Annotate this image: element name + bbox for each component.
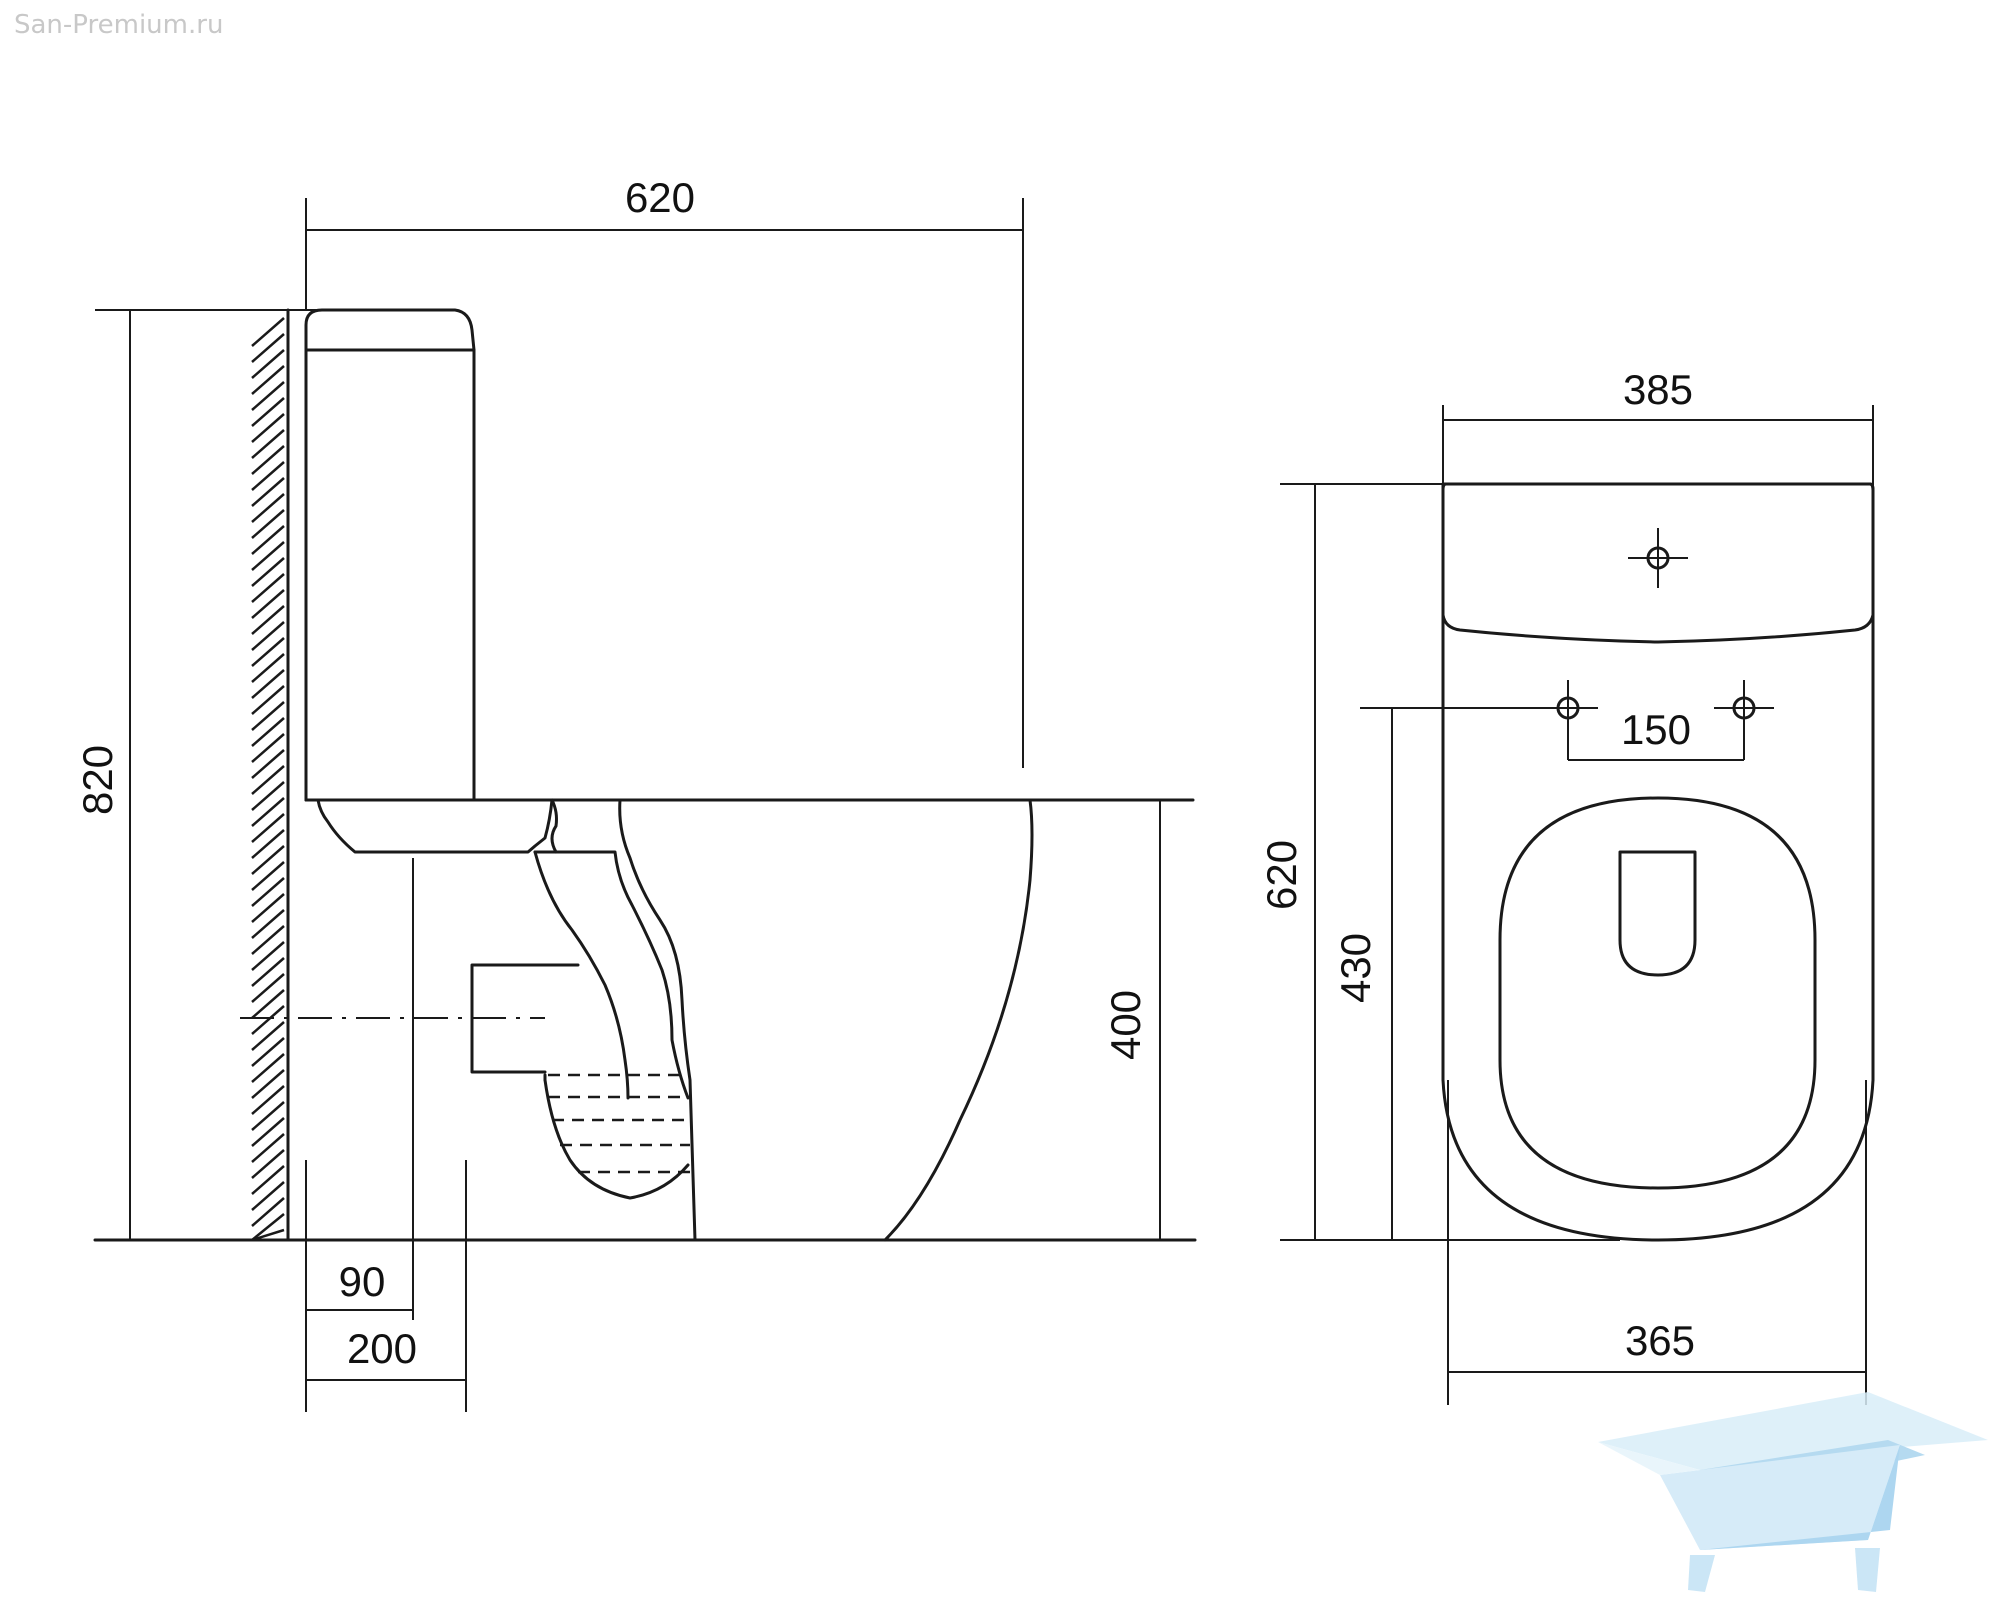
bowl-opening	[1618, 850, 1697, 977]
flush-button-icon	[1628, 528, 1688, 588]
dim-label-150: 150	[1621, 706, 1691, 753]
dim-label-430: 430	[1332, 933, 1379, 1003]
wall-hatch-stroke	[251, 653, 285, 683]
wall-hatch-stroke	[251, 413, 285, 443]
wall-hatch-stroke	[251, 1181, 285, 1211]
wall-hatch-stroke	[251, 829, 285, 859]
bowl-top-outline	[1441, 482, 1875, 1242]
wall-hatch-stroke	[251, 541, 285, 571]
wall-hatch-stroke	[251, 509, 285, 539]
wall-hatch-stroke	[251, 877, 285, 907]
wall-hatch-stroke	[251, 989, 285, 1019]
watermark-text: San-Premium.ru	[14, 10, 224, 40]
wall-hatch-stroke	[251, 589, 285, 619]
wall-hatch-stroke	[251, 717, 285, 747]
wall-hatch-stroke	[251, 701, 285, 731]
wall-hatch-stroke	[251, 845, 285, 875]
wall-hatch-stroke	[251, 1117, 285, 1147]
wall-hatch-stroke	[251, 685, 285, 715]
wall-hatch-stroke	[251, 365, 285, 395]
side-view: 820 620	[74, 174, 1197, 1412]
wall-hatch-stroke	[251, 765, 285, 795]
wall-hatch-stroke	[251, 1213, 285, 1241]
wall-hatch-stroke	[251, 1085, 285, 1115]
dim-label-620-side: 620	[625, 174, 695, 221]
wall-hatch-stroke	[251, 1228, 285, 1242]
dim-label-400: 400	[1102, 990, 1149, 1060]
wall-hatch-stroke	[251, 893, 285, 923]
dim-label-365: 365	[1625, 1317, 1695, 1364]
wall-hatch-stroke	[251, 557, 285, 587]
wall-hatch-stroke	[251, 1133, 285, 1163]
wall-hatch-stroke	[251, 733, 285, 763]
wall-hatch-stroke	[251, 381, 285, 411]
wall-hatch-stroke	[251, 637, 285, 667]
wall-hatch-stroke	[251, 605, 285, 635]
wall-hatch-stroke	[251, 941, 285, 971]
dim-label-820: 820	[74, 745, 121, 815]
wall-hatch-stroke	[251, 349, 285, 379]
wall-hatch-stroke	[251, 445, 285, 475]
wall-hatch-stroke	[251, 1197, 285, 1227]
wall-hatch-stroke	[251, 1021, 285, 1051]
wall-hatch-stroke	[251, 925, 285, 955]
wall-hatch-stroke	[251, 797, 285, 827]
dim-label-620-top: 620	[1258, 840, 1305, 910]
wall-hatch-stroke	[251, 813, 285, 843]
bathtub-logo-icon	[1598, 1392, 1988, 1592]
seat-hole-left-icon	[1538, 680, 1598, 760]
wall-hatch-stroke	[251, 861, 285, 891]
dim-label-385: 385	[1623, 366, 1693, 413]
dim-label-90: 90	[339, 1258, 386, 1305]
wall-hatch-stroke	[251, 1165, 285, 1195]
wall-hatch-stroke	[251, 1005, 285, 1035]
wall-hatch-stroke	[251, 781, 285, 811]
wall-hatch-stroke	[251, 525, 285, 555]
wall-hatch-stroke	[251, 957, 285, 987]
wall-hatch-stroke	[251, 1053, 285, 1083]
bowl-shell	[304, 798, 554, 854]
wall-hatch-stroke	[251, 973, 285, 1003]
wall-hatch-stroke	[251, 333, 285, 363]
trapway	[533, 850, 690, 1100]
cistern-tank	[304, 308, 476, 802]
wall-hatch-stroke	[251, 1149, 285, 1179]
wall-hatch-stroke	[251, 1101, 285, 1131]
top-view: 385 150 620	[1258, 366, 1875, 1405]
wall-hatch-stroke	[251, 1069, 285, 1099]
dim-label-200: 200	[347, 1325, 417, 1372]
tank-lid	[1441, 482, 1875, 644]
wall-hatch-stroke	[251, 573, 285, 603]
wall-hatch-stroke	[251, 621, 285, 651]
wall-hatch-stroke	[251, 493, 285, 523]
wall-hatch-stroke	[251, 477, 285, 507]
wall-hatch-stroke	[251, 397, 285, 427]
wall-hatch-stroke	[251, 429, 285, 459]
wall-hatch-stroke	[251, 669, 285, 699]
wall-hatching	[251, 308, 290, 1242]
wall-hatch-stroke	[251, 909, 285, 939]
water-level	[548, 1073, 690, 1174]
wall-hatch-stroke	[251, 1037, 285, 1067]
wall-hatch-stroke	[251, 749, 285, 779]
wall-hatch-stroke	[251, 461, 285, 491]
seat-hole-right-icon	[1714, 680, 1774, 760]
toilet-seat	[1498, 796, 1817, 1190]
wall-hatch-stroke	[251, 317, 285, 347]
